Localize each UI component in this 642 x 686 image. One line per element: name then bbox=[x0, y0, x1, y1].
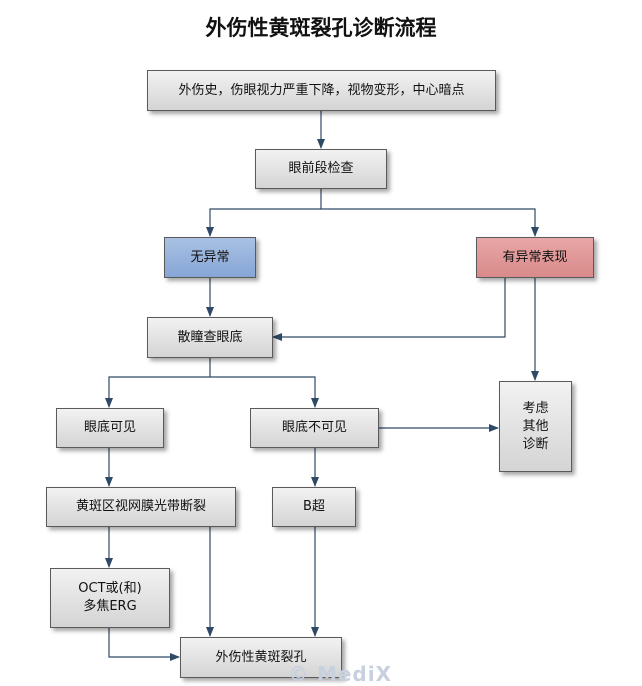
node-oct-erg: OCT或(和) 多焦ERG bbox=[50, 568, 170, 628]
node-macular-break: 黄斑区视网膜光带断裂 bbox=[46, 487, 236, 527]
node-anterior-exam: 眼前段检查 bbox=[255, 149, 387, 189]
node-anterior-exam-label: 眼前段检查 bbox=[288, 161, 354, 176]
watermark: © MediX bbox=[288, 662, 393, 686]
node-abnormal-label: 有异常表现 bbox=[502, 249, 568, 265]
node-dilated-fundus-label: 散瞳查眼底 bbox=[177, 329, 243, 345]
node-macular-break-label: 黄斑区视网膜光带断裂 bbox=[75, 499, 206, 514]
node-consider-other: 考虑 其他 诊断 bbox=[499, 381, 572, 472]
node-history-label: 外伤史，伤眼视力严重下降，视物变形，中心暗点 bbox=[178, 82, 465, 98]
node-result: 外伤性黄斑裂孔 bbox=[180, 637, 342, 678]
node-history: 外伤史，伤眼视力严重下降，视物变形，中心暗点 bbox=[147, 70, 496, 111]
node-result-label: 外伤性黄斑裂孔 bbox=[215, 649, 307, 665]
edge-dilated-split bbox=[105, 358, 211, 408]
node-fundus-visible-label: 眼底可见 bbox=[83, 420, 136, 435]
node-b-scan-label: B超 bbox=[303, 499, 325, 514]
edge-dilated-to-notvisible bbox=[210, 376, 319, 408]
edge-exam-to-abnormal bbox=[321, 208, 539, 237]
node-dilated-fundus: 散瞳查眼底 bbox=[147, 317, 273, 358]
node-abnormal: 有异常表现 bbox=[476, 237, 594, 278]
edge-abnormal-to-dilated bbox=[272, 278, 506, 341]
node-fundus-not-visible-label: 眼底不可见 bbox=[281, 420, 347, 435]
node-consider-other-label: 考虑 其他 诊断 bbox=[522, 400, 549, 452]
node-b-scan: B超 bbox=[272, 487, 356, 527]
edge-oct-to-result bbox=[108, 628, 180, 661]
node-fundus-not-visible: 眼底不可见 bbox=[250, 408, 379, 448]
node-fundus-visible: 眼底可见 bbox=[56, 408, 164, 448]
node-no-abnormal-label: 无异常 bbox=[190, 249, 230, 265]
node-no-abnormal: 无异常 bbox=[164, 237, 256, 278]
page-title: 外伤性黄斑裂孔诊断流程 bbox=[205, 16, 437, 40]
node-oct-erg-label: OCT或(和) 多焦ERG bbox=[78, 581, 142, 614]
edge-exam-split bbox=[206, 189, 322, 237]
